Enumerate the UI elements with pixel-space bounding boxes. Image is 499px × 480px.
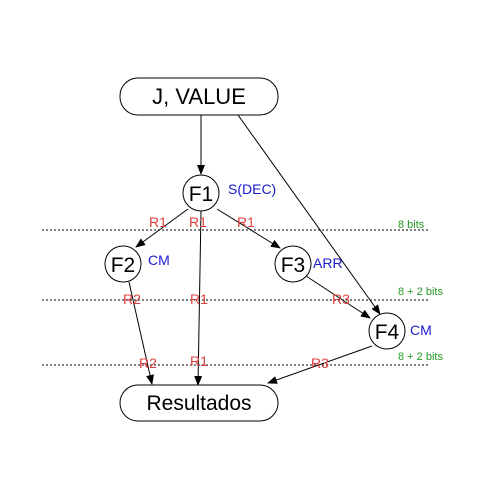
edge-label-f1-out-bottom: R1	[190, 353, 208, 369]
edge-label-f1-f2: R1	[149, 214, 167, 230]
f4-label: F4	[375, 321, 400, 344]
f1-label: F1	[189, 183, 214, 206]
f3-label: F3	[281, 254, 306, 277]
f3-node	[274, 245, 312, 283]
f3-annotation: ARR	[313, 255, 343, 271]
stage-width-1: 8 bits	[398, 219, 425, 231]
stage-width-2: 8 + 2 bits	[398, 286, 443, 298]
edge-label-f2-out-bottom: R2	[139, 355, 157, 371]
f2-node	[104, 245, 142, 283]
f4-annotation: CM	[410, 322, 432, 338]
input-node	[119, 77, 279, 116]
output-node	[119, 384, 279, 422]
edge-f1-f2	[135, 208, 189, 248]
f4-node	[368, 312, 406, 350]
edge-label-f1-out-mid: R1	[190, 291, 208, 307]
edge-f1-output	[194, 210, 203, 386]
f2-annotation: CM	[148, 252, 170, 268]
edge-label-f3-f4: R3	[332, 291, 350, 307]
edge-label-f2-out-top: R2	[123, 291, 141, 307]
input-node-label: J, VALUE	[152, 84, 246, 109]
edge-label-f4-out: R3	[311, 355, 329, 371]
edge-f2-output	[128, 281, 154, 385]
edge-f4-output	[267, 345, 373, 384]
edge-f3-f4	[305, 275, 371, 319]
f1-node	[182, 174, 220, 212]
stage-width-3: 8 + 2 bits	[398, 351, 443, 363]
edge-input-f4	[237, 114, 381, 315]
output-node-label: Resultados	[146, 392, 251, 415]
f2-label: F2	[111, 254, 136, 277]
edge-label-f1-out: R1	[189, 214, 207, 230]
edge-f1-f3	[216, 208, 281, 249]
edge-label-f1-f3: R1	[237, 214, 255, 230]
f1-annotation: S(DEC)	[228, 181, 276, 197]
